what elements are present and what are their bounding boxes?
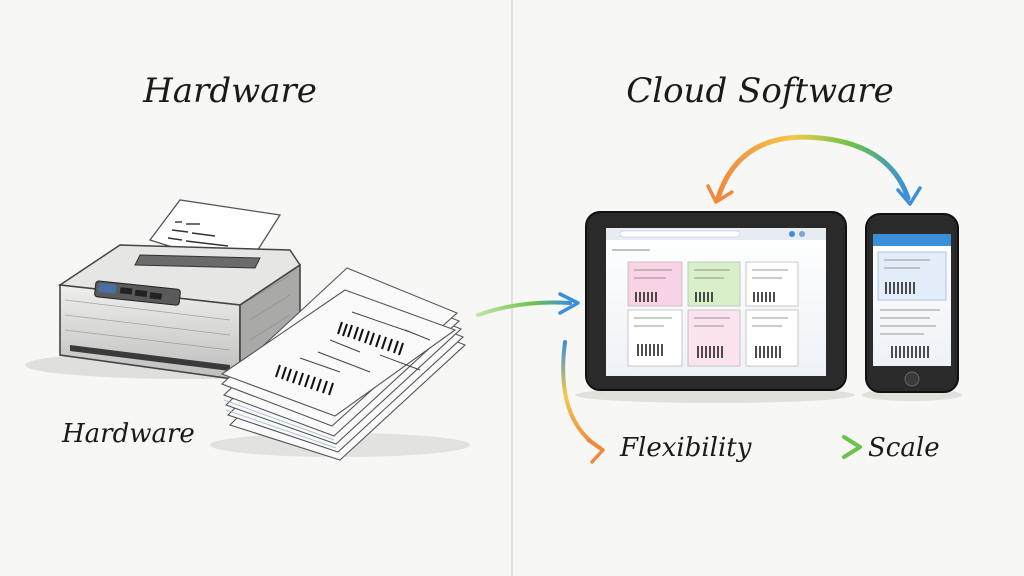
phone-icon [862, 213, 962, 401]
scale-label: Scale [868, 433, 940, 463]
left-panel-caption: Hardware [61, 419, 195, 449]
right-panel-title: Cloud Software [626, 71, 894, 111]
scale-arrow [749, 435, 862, 459]
flexibility-arrow [561, 340, 605, 464]
flexibility-label: Flexibility [619, 433, 752, 463]
transfer-arrow [476, 292, 580, 317]
paper-stack-icon [210, 267, 470, 461]
left-panel-title: Hardware [142, 71, 317, 111]
sync-arrow-icon [706, 134, 922, 206]
tablet-icon [575, 211, 855, 403]
